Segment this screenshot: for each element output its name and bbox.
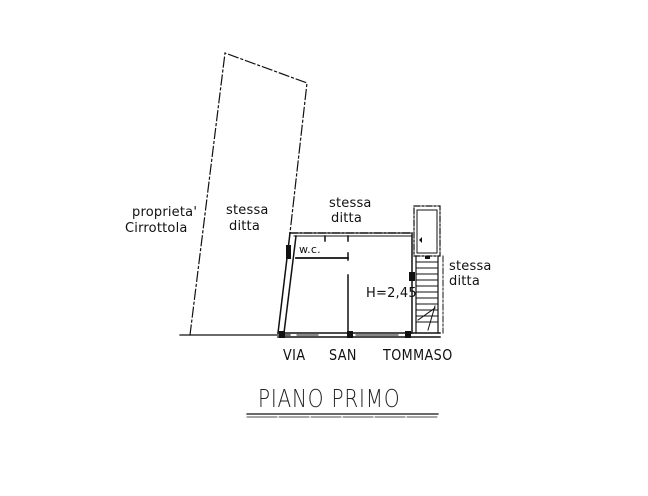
same-company-right-label-2: ditta — [449, 274, 481, 289]
same-company-top-label-2: ditta — [331, 211, 363, 226]
property-boundary-outline — [189, 52, 308, 336]
street-name-via: VIA — [283, 346, 306, 364]
same-company-left-label: stessa — [226, 203, 269, 218]
same-company-left-label-2: ditta — [229, 219, 261, 234]
wc-room-label: w.c. — [299, 243, 321, 256]
street-name-san: SAN — [329, 346, 357, 364]
ceiling-height-label: H=2,45 — [366, 286, 417, 301]
neighbor-owner-label: Cirrottola — [125, 221, 188, 236]
street-name-tommaso: TOMMASO — [383, 346, 453, 364]
neighbor-property-label: proprieta' — [132, 205, 198, 220]
drawing-title: PIANO PRIMO — [258, 384, 401, 413]
same-company-top-label: stessa — [329, 196, 372, 211]
same-company-right-label: stessa — [449, 259, 492, 274]
